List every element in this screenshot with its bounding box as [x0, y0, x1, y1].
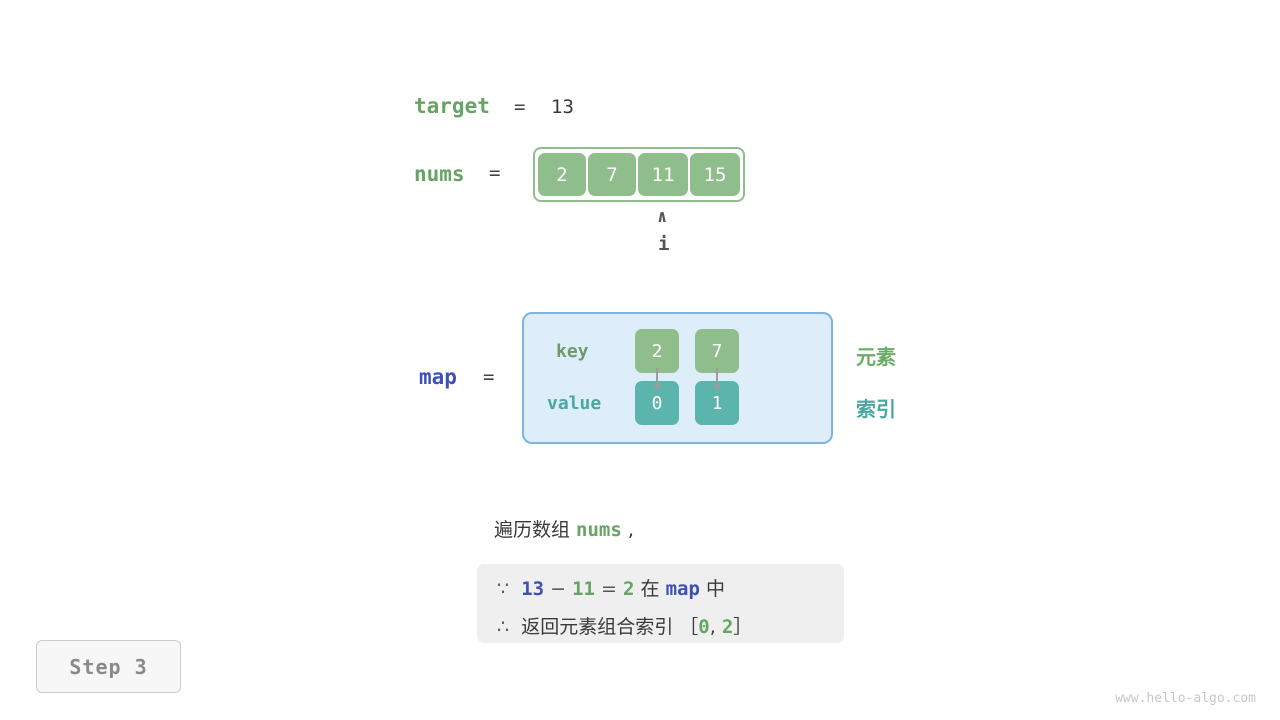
note-result-comma: ,	[709, 616, 716, 638]
caption-prefix: 遍历数组	[494, 519, 577, 541]
map-key-row-label: key	[556, 341, 589, 362]
legend-index-label: 索引	[856, 397, 896, 421]
caption-code: nums	[576, 519, 622, 541]
index-pointer-label: i	[658, 233, 670, 255]
note-tail-word: 中	[705, 578, 725, 600]
target-equals-sign: =	[514, 96, 526, 118]
map-mapping-arrow-icon-0	[653, 368, 661, 391]
target-value: 13	[551, 96, 574, 118]
note-in-word: 在	[640, 578, 660, 600]
note-target-value: 13	[521, 578, 545, 600]
note-result-index-0: 0	[698, 616, 710, 638]
note-current-value: 11	[572, 578, 595, 600]
nums-variable-label: nums	[414, 162, 465, 186]
map-key-cell-1: 7	[695, 329, 739, 373]
caption-text: 遍历数组 nums ,	[494, 515, 634, 542]
map-key-cell-0: 2	[635, 329, 679, 373]
map-variable-label: map	[419, 365, 457, 389]
note-bracket-open: ［	[679, 616, 699, 638]
conclusion-box	[477, 564, 844, 643]
legend-element-label: 元素	[856, 345, 896, 369]
step-badge: Step 3	[36, 640, 181, 693]
note-map-word: map	[665, 578, 700, 600]
note-return-text: 返回元素组合索引	[521, 616, 674, 638]
note-bracket-close: ］	[733, 616, 753, 638]
conclusion-line-2: ∴ 返回元素组合索引 ［0, 2］	[497, 612, 752, 639]
watermark: www.hello-algo.com	[1115, 691, 1256, 706]
nums-equals-sign: =	[489, 162, 501, 184]
note-equals-sign: =	[601, 578, 617, 600]
map-value-row-label: value	[547, 393, 602, 414]
nums-cell-1: 7	[588, 153, 636, 196]
note-complement-value: 2	[623, 578, 635, 600]
map-equals-sign: =	[483, 366, 495, 388]
nums-cell-0: 2	[538, 153, 586, 196]
nums-cell-2: 11	[638, 153, 688, 196]
map-mapping-arrow-icon-1	[713, 368, 721, 391]
nums-cell-3: 15	[690, 153, 740, 196]
index-pointer-caret-icon: ∧	[657, 207, 668, 227]
caption-suffix: ,	[621, 519, 634, 541]
therefore-symbol-icon: ∴	[497, 616, 510, 638]
target-variable-label: target	[414, 94, 490, 118]
note-minus-sign: −	[550, 578, 567, 600]
note-result-index-1: 2	[721, 616, 734, 638]
conclusion-line-1: ∵ 13 − 11 = 2 在 map 中	[497, 574, 725, 601]
because-symbol-icon: ∵	[497, 578, 510, 600]
nums-array: 2 7 11 15	[533, 147, 745, 202]
